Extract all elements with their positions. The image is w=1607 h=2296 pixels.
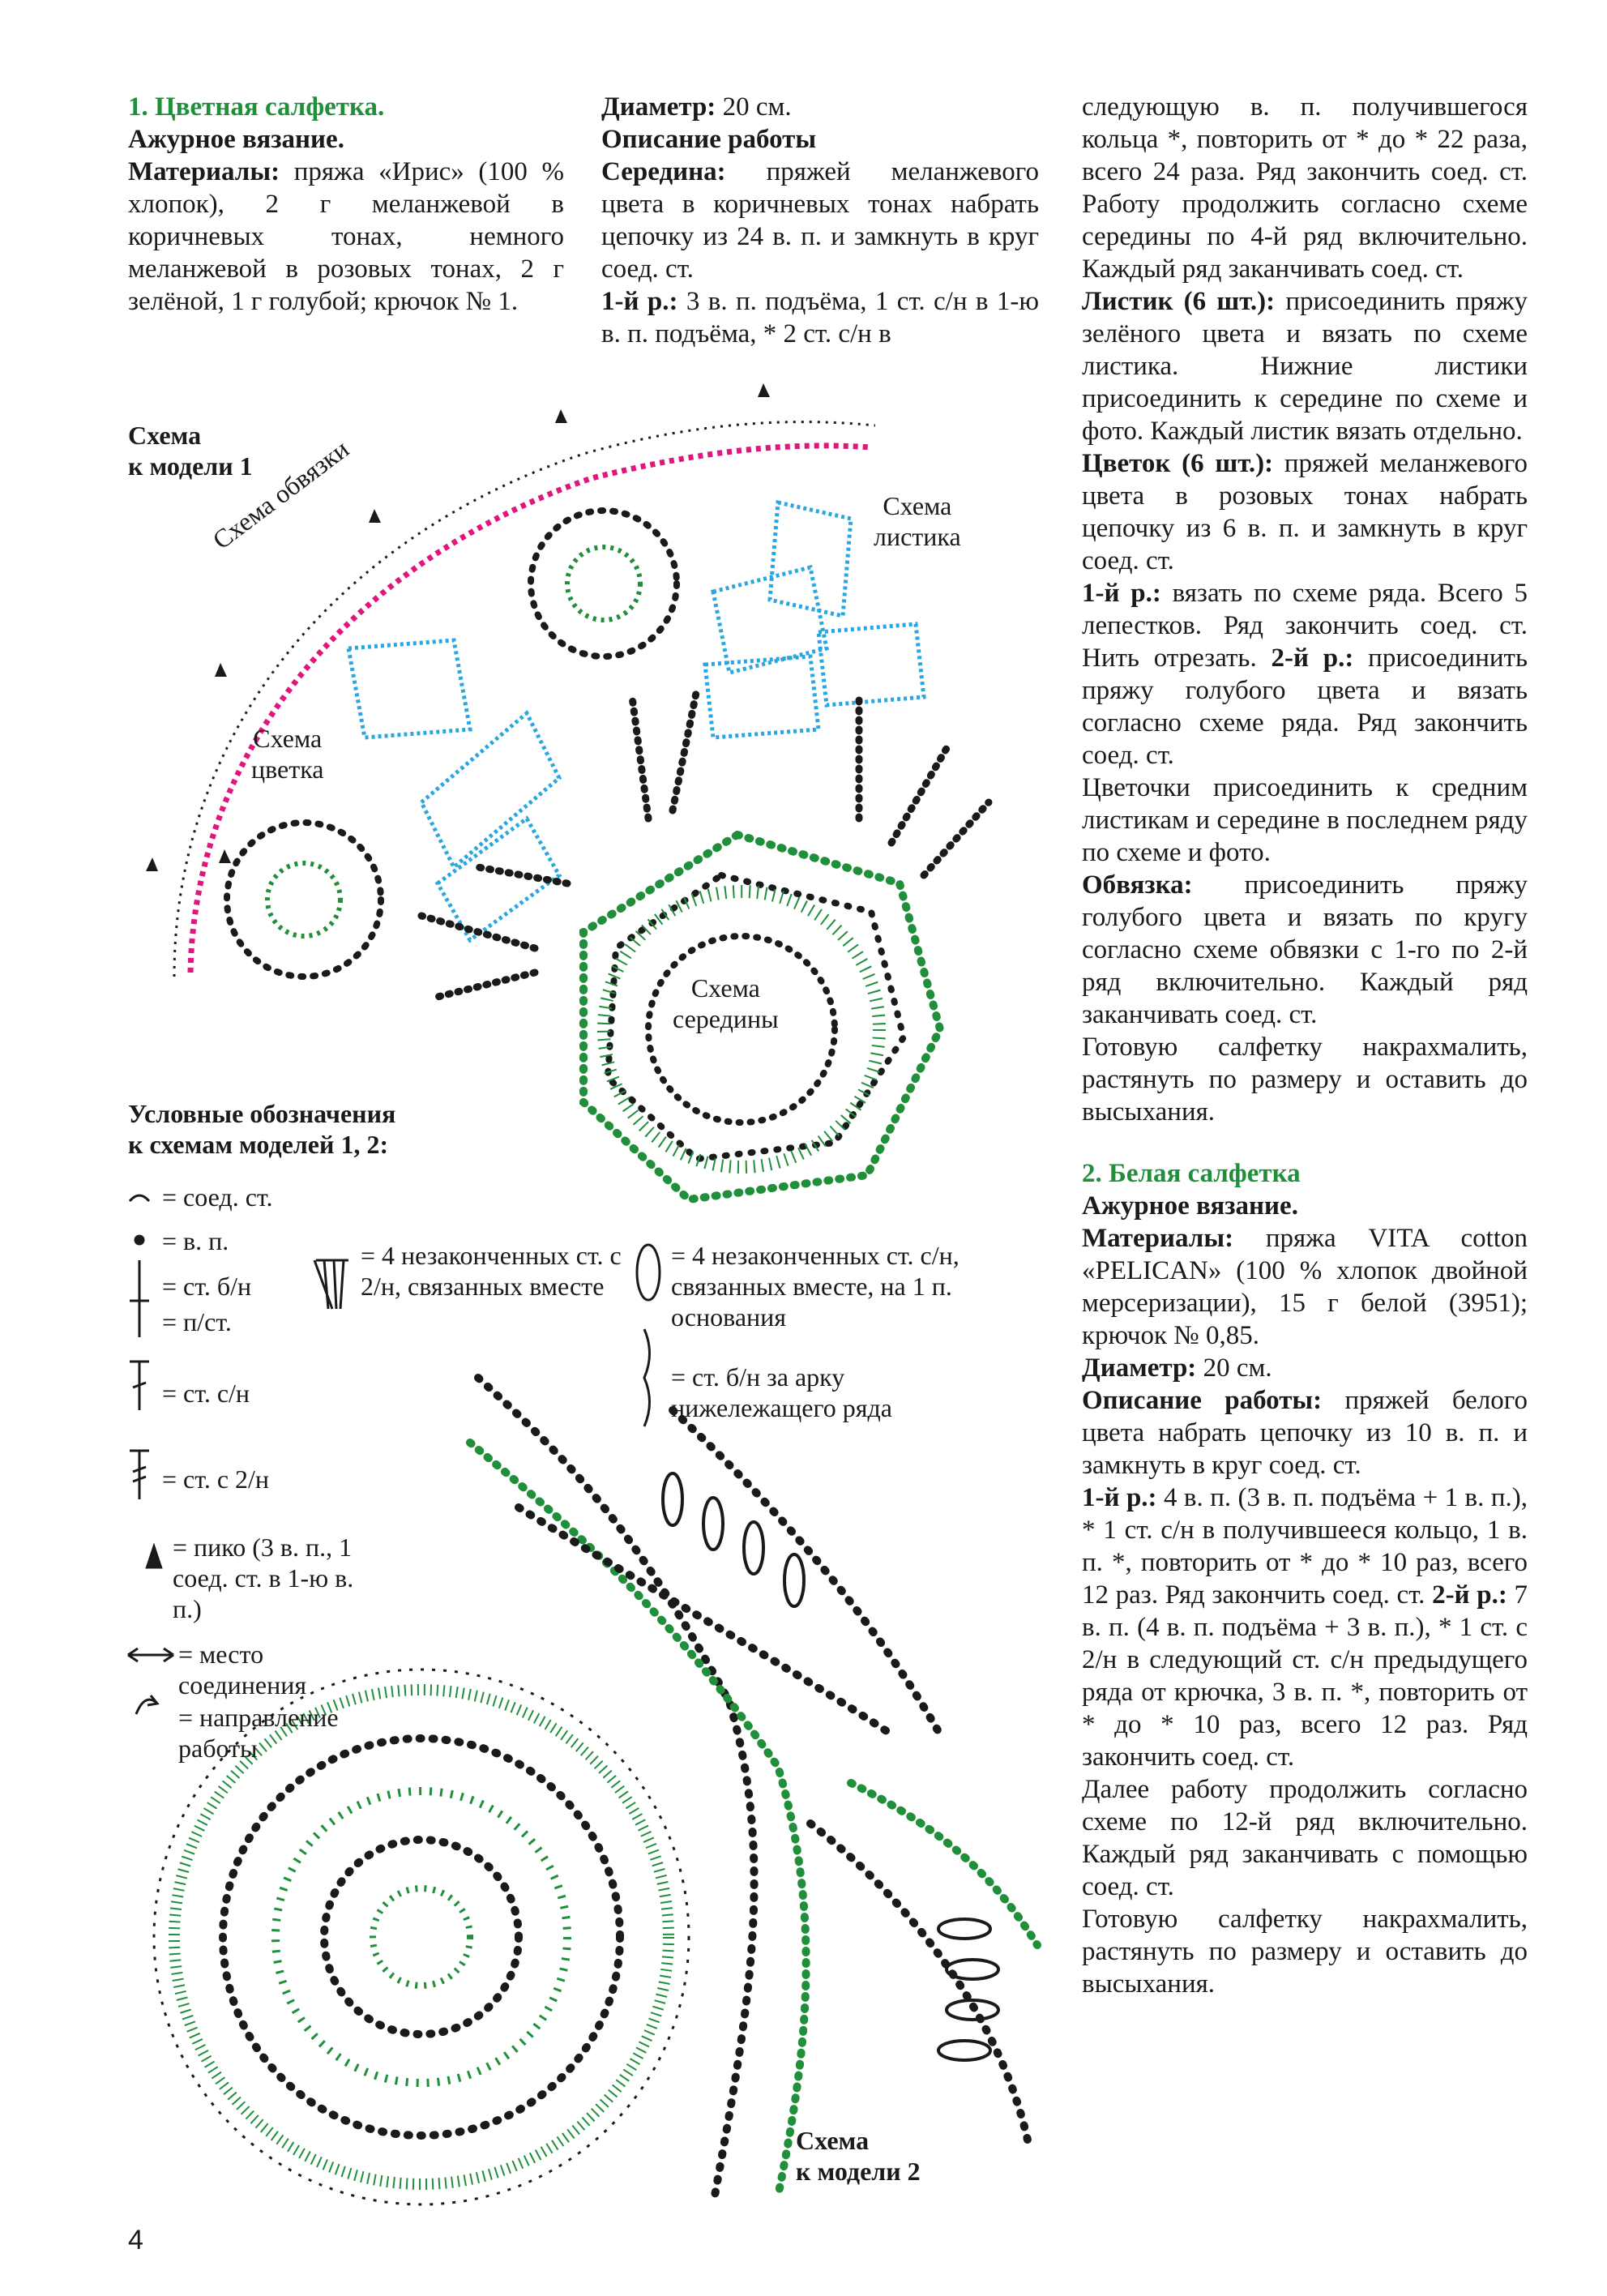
legend-chain: = в. п. xyxy=(162,1226,229,1255)
legend-tr: = ст. с 2/н xyxy=(162,1464,270,1494)
legend-sc: = ст. б/н xyxy=(162,1272,252,1301)
leaves xyxy=(346,499,926,943)
picot-icon xyxy=(145,1542,163,1569)
legend-sc-over-arch: = ст. б/н за арку нижележащего ряда xyxy=(671,1362,892,1422)
chart-2-heading: Схема к модели 2 xyxy=(796,2126,921,2186)
column-2: Диаметр: 20 см. Описание работы Середина… xyxy=(601,91,1039,350)
pattern-1-finish: Готовую салфетку накрахмалить, растянуть… xyxy=(1082,1033,1528,1127)
pattern-1-middle: Середина: пряжей меланжевого цвета в кор… xyxy=(601,157,1039,284)
pattern-1-diameter: Диаметр: 20 см. xyxy=(601,92,792,122)
chart-model-2 xyxy=(152,1374,1041,2208)
pattern-1-title: 1. Цветная салфетка. xyxy=(128,92,385,122)
legend-heading: Условные обозначения к схемам моделей 1,… xyxy=(128,1099,396,1159)
flower-left xyxy=(224,819,384,980)
leaf-chart-label: Схема листика xyxy=(874,491,961,551)
column-1: 1. Цветная салфетка. Ажурное вязание. Ма… xyxy=(128,91,564,318)
legend-symbols xyxy=(127,1194,661,1715)
legend-hdc: = п/ст. xyxy=(162,1307,232,1336)
flower-chart-label: Схема цветка xyxy=(251,724,324,784)
pattern-1-continuation: следующую в. п. получившегося кольца *, … xyxy=(1082,92,1528,284)
slip-stitch-icon xyxy=(128,1194,151,1203)
chart-1-heading: Схема к модели 1 xyxy=(128,421,253,481)
pattern-1-leaf: Листик (6 шт.): присоединить пряжу зелён… xyxy=(1082,287,1528,446)
join-icon xyxy=(127,1647,174,1663)
pattern-1-materials: Материалы: пряжа «Ирис» (100 % хлопок), … xyxy=(128,157,564,316)
middle-chart-label: Схема середины xyxy=(673,973,779,1033)
pattern-1-flower: Цветок (6 шт.): пряжей меланжевого цвета… xyxy=(1082,449,1528,575)
legend-slip-stitch: = соед. ст. xyxy=(162,1182,273,1212)
pattern-1-flower-rows: 1-й р.: вязать по схеме ряда. Всего 5 ле… xyxy=(1082,579,1528,770)
legend-dc4tog: = 4 незаконченных ст. с/н, связанных вме… xyxy=(671,1241,959,1332)
middle-spikes xyxy=(417,685,993,1001)
page-number: 4 xyxy=(128,2225,143,2255)
pattern-2-materials: Материалы: пряжа VITA cotton «PELICAN» (… xyxy=(1082,1224,1528,1350)
legend-dc: = ст. с/н xyxy=(162,1379,250,1408)
dc4tog-icon xyxy=(635,1243,661,1302)
pattern-1-subtitle: Ажурное вязание. xyxy=(128,125,344,154)
chain-icon xyxy=(134,1234,145,1246)
tr4tog-icon xyxy=(313,1259,348,1310)
pattern-1-description-heading: Описание работы xyxy=(601,125,817,154)
pattern-2-diameter: Диаметр: 20 см. xyxy=(1082,1353,1272,1383)
pattern-2-subtitle: Ажурное вязание. xyxy=(1082,1191,1298,1221)
hdc-icon xyxy=(130,1299,149,1337)
bracket-icon xyxy=(643,1328,651,1427)
pattern-2-title: 2. Белая салфетка xyxy=(1082,1159,1301,1188)
pattern-2-finish: Готовую салфетку накрахмалить, растянуть… xyxy=(1082,1905,1528,1999)
legend-picot: = пико (3 в. п., 1 соед. ст. в 1-ю в. п.… xyxy=(173,1533,354,1623)
pattern-1-flowers-attach: Цветочки присоединить к средним листикам… xyxy=(1082,773,1528,867)
flower-top xyxy=(528,507,680,660)
pattern-2-continue: Далее работу продолжить согласно схеме п… xyxy=(1082,1775,1528,1901)
pattern-1-edging: Обвязка: присоединить пряжу голубого цве… xyxy=(1082,870,1528,1029)
edging-arc-pink xyxy=(187,443,872,973)
tr-icon xyxy=(130,1449,149,1499)
edging-picots xyxy=(146,383,770,871)
column-3: следующую в. п. получившегося кольца *, … xyxy=(1082,91,1528,2000)
center-motif xyxy=(579,830,945,1204)
direction-icon xyxy=(135,1695,160,1715)
pattern-1-row-1: 1-й р.: 3 в. п. подъёма, 1 ст. с/н в 1-ю… xyxy=(601,287,1039,348)
pattern-2-rows: 1-й р.: 4 в. п. (3 в. п. подъёма + 1 в. … xyxy=(1082,1483,1528,1772)
legend-tr4tog: = 4 незаконченных ст. с 2/н, связанных в… xyxy=(361,1241,622,1301)
legend-join: = место соединения xyxy=(178,1640,307,1700)
legend-direction: = направление работы xyxy=(178,1703,339,1763)
pattern-2-description: Описание работы: пряжей белого цвета наб… xyxy=(1082,1386,1528,1480)
dc-icon xyxy=(130,1360,149,1410)
edging-arc-outer xyxy=(173,421,876,977)
